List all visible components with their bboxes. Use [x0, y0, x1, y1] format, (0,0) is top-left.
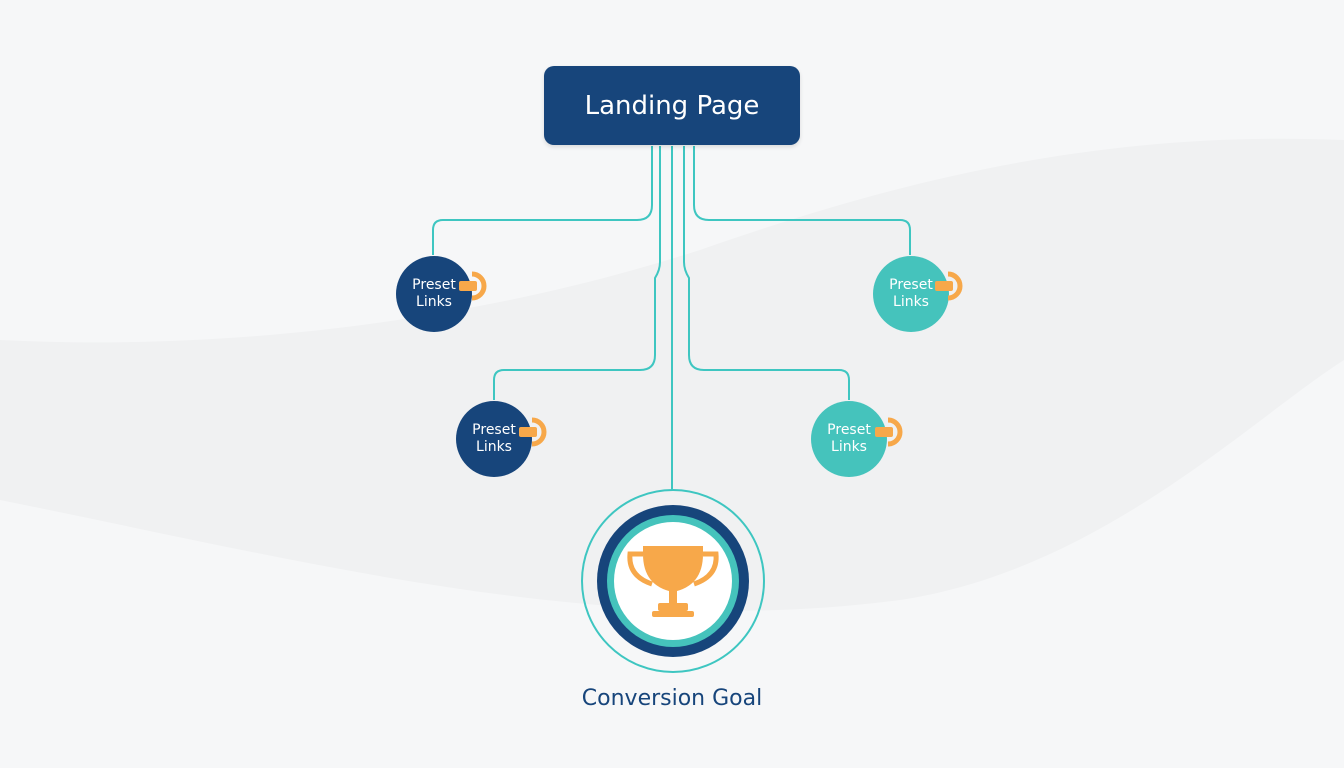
trophy-icon: [627, 546, 719, 617]
preset-links-line2: Links: [893, 294, 929, 310]
conversion-goal-badge[interactable]: [580, 488, 766, 674]
connector-mid-left: [493, 146, 661, 400]
preset-links-node[interactable]: Preset Links: [456, 401, 532, 477]
landing-page-box[interactable]: Landing Page: [544, 66, 800, 145]
preset-links-node[interactable]: Preset Links: [873, 256, 949, 332]
link-arrow-icon: [459, 271, 487, 301]
preset-links-line2: Links: [831, 439, 867, 455]
goal-rings: [581, 489, 765, 673]
link-arrow-icon: [519, 417, 547, 447]
preset-links-line1: Preset: [827, 422, 871, 438]
preset-links-node[interactable]: Preset Links: [811, 401, 887, 477]
connector-mid-right: [683, 146, 850, 400]
background-wave-bottom: [0, 360, 1344, 768]
preset-links-line2: Links: [476, 439, 512, 455]
link-arrow-icon: [935, 271, 963, 301]
preset-links-line1: Preset: [412, 277, 456, 293]
conversion-goal-label: Conversion Goal: [581, 686, 763, 711]
landing-page-title: Landing Page: [584, 90, 760, 121]
preset-links-line1: Preset: [472, 422, 516, 438]
preset-links-line2: Links: [416, 294, 452, 310]
preset-links-node[interactable]: Preset Links: [396, 256, 472, 332]
connector-top-left: [432, 146, 653, 255]
connector-lines: [432, 146, 911, 490]
link-arrow-icon: [875, 417, 903, 447]
preset-links-line1: Preset: [889, 277, 933, 293]
connector-top-right: [693, 146, 911, 255]
